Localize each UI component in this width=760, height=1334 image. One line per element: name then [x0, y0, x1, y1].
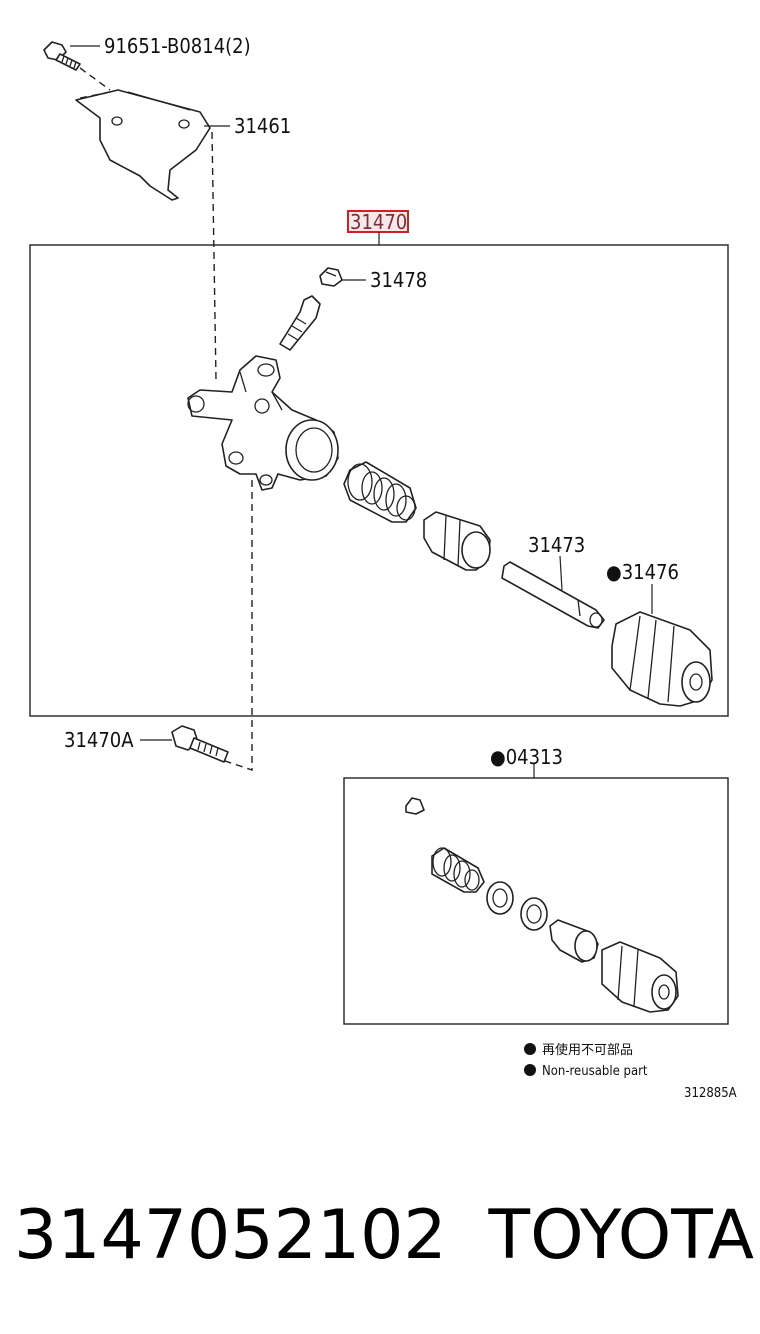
legend-text-en: Non-reusable part — [542, 1064, 648, 1079]
label-bolt-top: 91651-B0814(2) — [104, 34, 251, 58]
push-rod-31473 — [501, 561, 605, 629]
label-boot: ●31476 — [606, 560, 679, 584]
kit-cap — [405, 797, 425, 815]
part-number: 3147052102 — [14, 1195, 447, 1275]
legend-text-jp: 再使用不可部品 — [542, 1042, 633, 1058]
label-bleeder-cap: 31478 — [370, 268, 427, 292]
label-kit: ●04313 — [490, 745, 563, 769]
label-bolt-bottom: 31470A — [64, 728, 134, 752]
drawing-code: 312885A — [684, 1086, 737, 1101]
brand-name: TOYOTA — [488, 1195, 754, 1275]
kit-cup-1 — [486, 881, 514, 915]
kit-piston — [549, 919, 599, 963]
bleeder-cap-31478 — [319, 267, 343, 287]
piston — [423, 511, 491, 571]
kit-frame — [343, 777, 729, 1025]
assembly-highlight-box — [347, 210, 409, 233]
bleeder-screw — [279, 295, 321, 351]
kit-boot — [601, 941, 679, 1013]
spring-and-cups — [343, 461, 417, 523]
label-assembly: 31470 — [350, 210, 407, 234]
legend-dot-jp — [524, 1043, 536, 1055]
kit-spring — [431, 847, 485, 893]
bolt-bottom — [171, 725, 229, 763]
caption-bar: 3147052102 TOYOTA — [14, 1190, 754, 1280]
label-bracket: 31461 — [234, 114, 291, 138]
legend-dot-en — [524, 1064, 536, 1076]
bracket-31461 — [75, 89, 211, 201]
bolt-top — [43, 41, 81, 71]
cylinder-body — [187, 355, 339, 491]
parts-diagram: 91651-B0814(2) 31461 31470 31478 — [29, 34, 737, 1101]
boot-31476 — [611, 611, 713, 707]
label-push-rod: 31473 — [528, 533, 585, 557]
kit-cup-2 — [520, 897, 548, 931]
